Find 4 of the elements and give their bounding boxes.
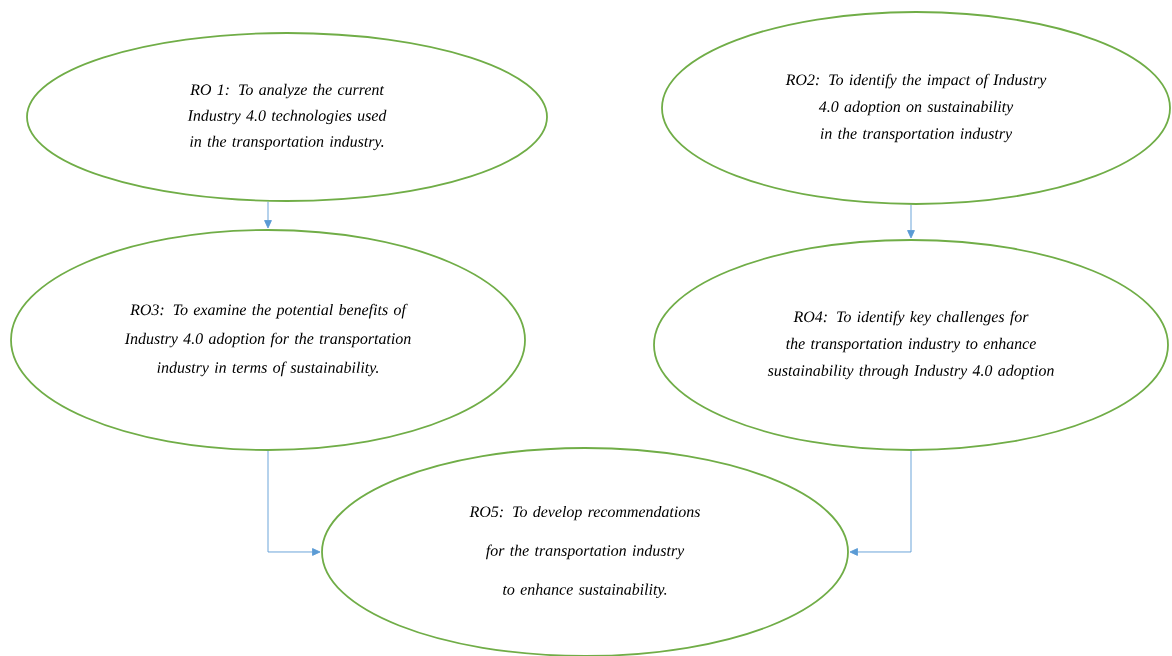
arrow bbox=[849, 450, 912, 556]
arrow bbox=[907, 204, 915, 239]
arrow bbox=[267, 450, 321, 556]
arrow bbox=[264, 201, 272, 229]
